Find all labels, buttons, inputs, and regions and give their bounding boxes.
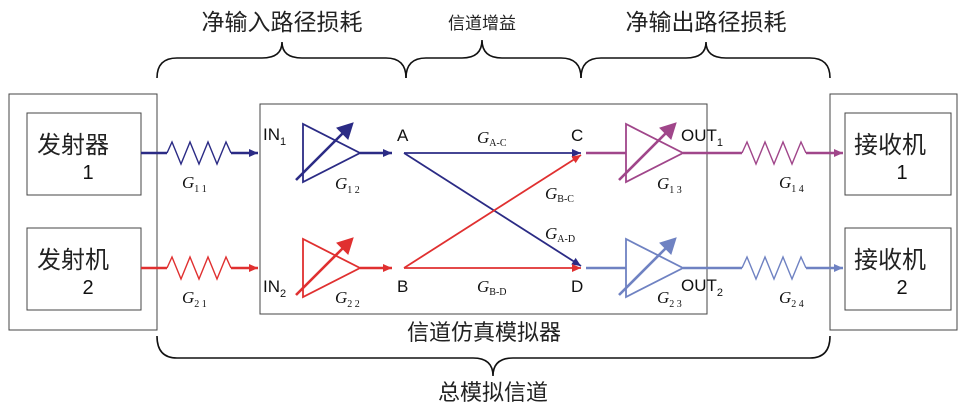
gain-gad-label: GA-D [545,224,575,245]
receiver-2-name: 接收机 [854,246,926,274]
amplifier-1 [295,122,392,184]
brace-channel-gain [405,39,582,79]
emulator-label: 信道仿真模拟器 [407,321,561,346]
brace-total-channel [156,335,831,377]
brace-input-loss [156,41,407,79]
amplifier-4 [586,237,843,299]
transmitter-2-box [26,227,142,311]
transmitter-2-name: 发射机 [37,246,109,274]
path-a-d [403,152,582,267]
transmitter-1-name: 发射器 [37,131,109,159]
amplifier-3 [586,122,843,184]
transmitter-2-index: 2 [82,277,93,299]
node-a-label: A [397,126,409,145]
total-channel-label: 总模拟信道 [438,381,548,406]
port-out2-label: OUT2 [681,276,723,299]
channel-gain-label: 信道增益 [448,14,516,34]
gain-g24-label: G2 4 [779,288,804,310]
node-d-label: D [571,277,583,296]
port-out1-label: OUT1 [681,126,723,149]
gain-g11-label: G1 1 [182,173,207,195]
node-c-label: C [571,126,583,145]
gain-g23-label: G2 3 [657,288,682,310]
transmitter-1-index: 1 [82,162,93,184]
gain-g22-label: G2 2 [335,288,360,310]
channel-paths [403,149,582,272]
gain-g12-label: G1 2 [335,174,360,196]
gain-gac-label: GA-C [477,128,507,149]
receiver-1-index: 1 [896,162,907,184]
gain-g13-label: G1 3 [657,174,682,196]
transmitter-1-box [26,112,142,196]
path-b-c [403,154,582,269]
port-in1-label: IN1 [263,125,286,148]
receiver-1-name: 接收机 [854,131,926,159]
port-in2-label: IN2 [263,277,286,300]
receiver-2-box [844,227,952,311]
gain-gbd-label: GB-D [477,277,507,298]
receiver-2-index: 2 [896,277,907,299]
path-1-input [141,140,258,166]
path-2-input [141,255,258,281]
output-loss-label: 净输出路径损耗 [626,10,787,36]
gain-g14-label: G1 4 [779,173,804,195]
receiver-1-box [844,112,952,196]
gain-gbc-label: GB-C [545,184,574,205]
input-loss-label: 净输入路径损耗 [202,10,363,36]
node-b-label: B [397,277,408,296]
amplifier-2 [295,237,392,299]
gain-g21-label: G2 1 [182,288,207,310]
brace-output-loss [580,41,831,79]
emulator-box [259,103,708,315]
